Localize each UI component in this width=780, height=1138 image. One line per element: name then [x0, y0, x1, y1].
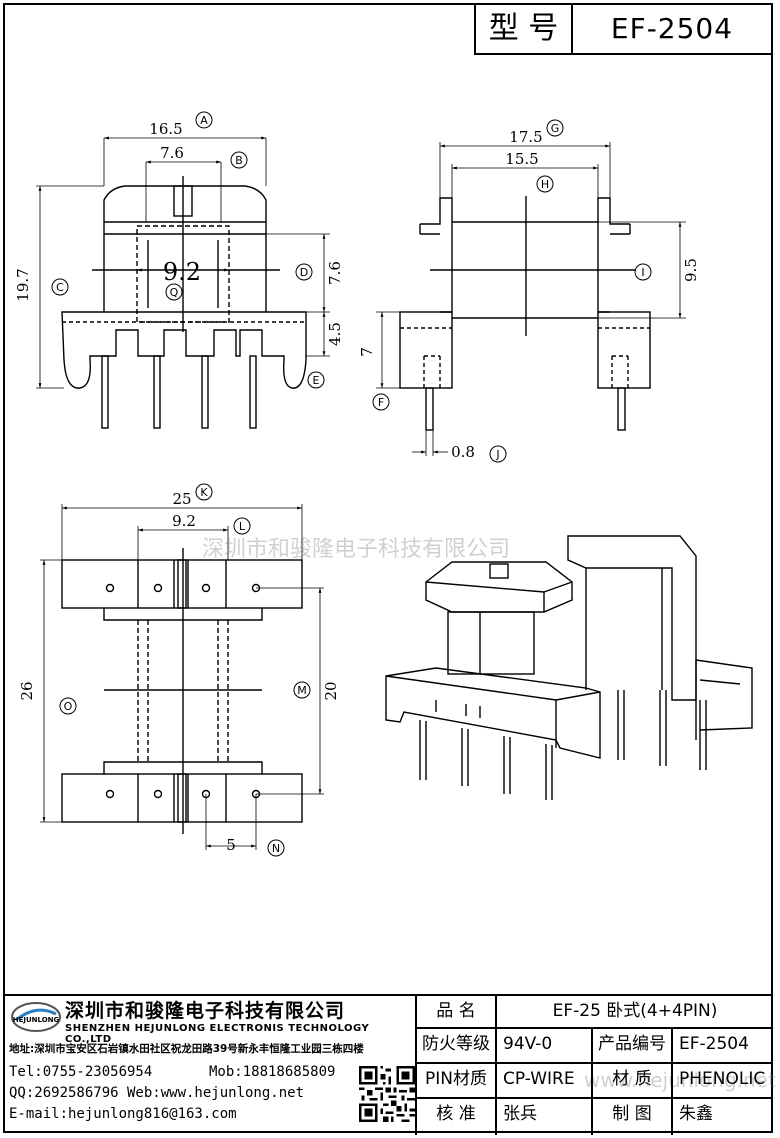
material-label: 材 质	[593, 1064, 673, 1099]
dim-k-value: 25	[172, 490, 191, 508]
callout-d: D	[300, 266, 308, 279]
model-label: 型 号	[476, 5, 573, 53]
company-name-en: SHENZHEN HEJUNLONG ELECTRONIS TECHNOLOGY…	[65, 1023, 370, 1045]
callout-e: E	[313, 374, 320, 387]
dim-center-value: 9.2	[163, 258, 201, 286]
pin-material-label: PIN材质	[417, 1064, 497, 1099]
callout-n: N	[272, 842, 280, 855]
pin-material-value: CP-WIRE	[497, 1064, 593, 1099]
dim-i-value: 9.5	[682, 258, 700, 282]
callout-g: G	[551, 122, 560, 135]
company-email: E-mail:hejunlong816@163.com	[9, 1106, 237, 1122]
callout-i: I	[641, 266, 644, 279]
dim-a-value: 16.5	[149, 120, 182, 138]
product-code-label: 产品编号	[593, 1029, 673, 1064]
callout-b: B	[235, 154, 243, 167]
isometric-view	[385, 535, 753, 800]
dim-b-value: 7.6	[160, 144, 184, 162]
callout-q: Q	[170, 286, 179, 299]
dim-l-value: 9.2	[172, 512, 196, 530]
product-name-value: EF-25 卧式(4+4PIN)	[497, 996, 773, 1029]
watermark-company: 深圳市和骏隆电子科技有限公司	[202, 537, 511, 562]
dim-d-value: 7.6	[326, 261, 344, 285]
company-info: HEJUNLONG 深圳市和骏隆电子科技有限公司 SHENZHEN HEJUNL…	[3, 996, 417, 1135]
side-view	[376, 142, 686, 456]
callout-l: L	[239, 520, 246, 533]
fire-rating-label: 防火等级	[417, 1029, 497, 1064]
drawn-value: 朱鑫	[679, 1104, 713, 1124]
company-mob: Mob:18818685809	[209, 1064, 336, 1080]
callout-j: J	[495, 448, 499, 461]
callout-f: F	[378, 396, 384, 409]
company-qq-web: QQ:2692586796 Web:www.hejunlong.net	[9, 1085, 305, 1101]
company-address: 地址:深圳市宝安区石岩镇水田社区祝龙田路39号新永丰恒隆工业园三栋四楼	[9, 1043, 364, 1055]
company-tel: Tel:0755-23056954	[9, 1064, 153, 1080]
dim-c-value: 19.7	[14, 268, 32, 301]
dim-g-value: 17.5	[509, 128, 542, 146]
qr-code	[359, 1066, 415, 1122]
dim-m-value: 20	[322, 681, 340, 700]
callout-h: H	[541, 178, 549, 191]
title-block: HEJUNLONG 深圳市和骏隆电子科技有限公司 SHENZHEN HEJUNL…	[3, 994, 773, 1135]
logo-text: HEJUNLONG	[13, 1016, 60, 1024]
material-value: PHENOLIC	[673, 1064, 773, 1099]
watermark-url: www.hejunlong.net	[584, 1068, 776, 1092]
callout-c: C	[56, 281, 64, 294]
dim-h-value: 15.5	[505, 150, 538, 168]
dim-j-value: 0.8	[451, 443, 475, 461]
dim-o-value: 26	[18, 681, 36, 700]
approved-value: 张兵	[497, 1099, 593, 1135]
dim-n-value: 5	[226, 836, 236, 854]
company-logo: HEJUNLONG	[11, 1002, 61, 1032]
technical-drawing: 16.5 7.6 19.7 9.2 7.6 4.5 17.5 15.5 9.5 …	[14, 111, 753, 857]
callout-k: K	[200, 486, 208, 499]
callout-a: A	[200, 114, 208, 127]
callout-markers	[51, 111, 652, 857]
bottom-view	[40, 504, 324, 850]
model-box: 型 号 EF-2504	[474, 3, 773, 55]
fire-rating-value: 94V-0	[497, 1029, 593, 1064]
company-name-cn: 深圳市和骏隆电子科技有限公司	[65, 1000, 346, 1022]
drawn-label: 制 图	[593, 1099, 673, 1135]
callout-m: M	[297, 684, 307, 697]
spec-table: 品 名 EF-25 卧式(4+4PIN) 防火等级 94V-0 产品编号 EF-…	[417, 996, 773, 1135]
front-view	[36, 136, 330, 429]
product-name-label: 品 名	[417, 996, 497, 1029]
approved-label: 核 准	[417, 1099, 497, 1135]
dim-f-value: 7	[358, 347, 376, 357]
product-code-value: EF-2504	[673, 1029, 773, 1064]
drawing-frame	[3, 3, 773, 1133]
dim-e-value: 4.5	[326, 322, 344, 346]
callout-o: O	[64, 700, 73, 713]
model-value: EF-2504	[610, 12, 734, 45]
